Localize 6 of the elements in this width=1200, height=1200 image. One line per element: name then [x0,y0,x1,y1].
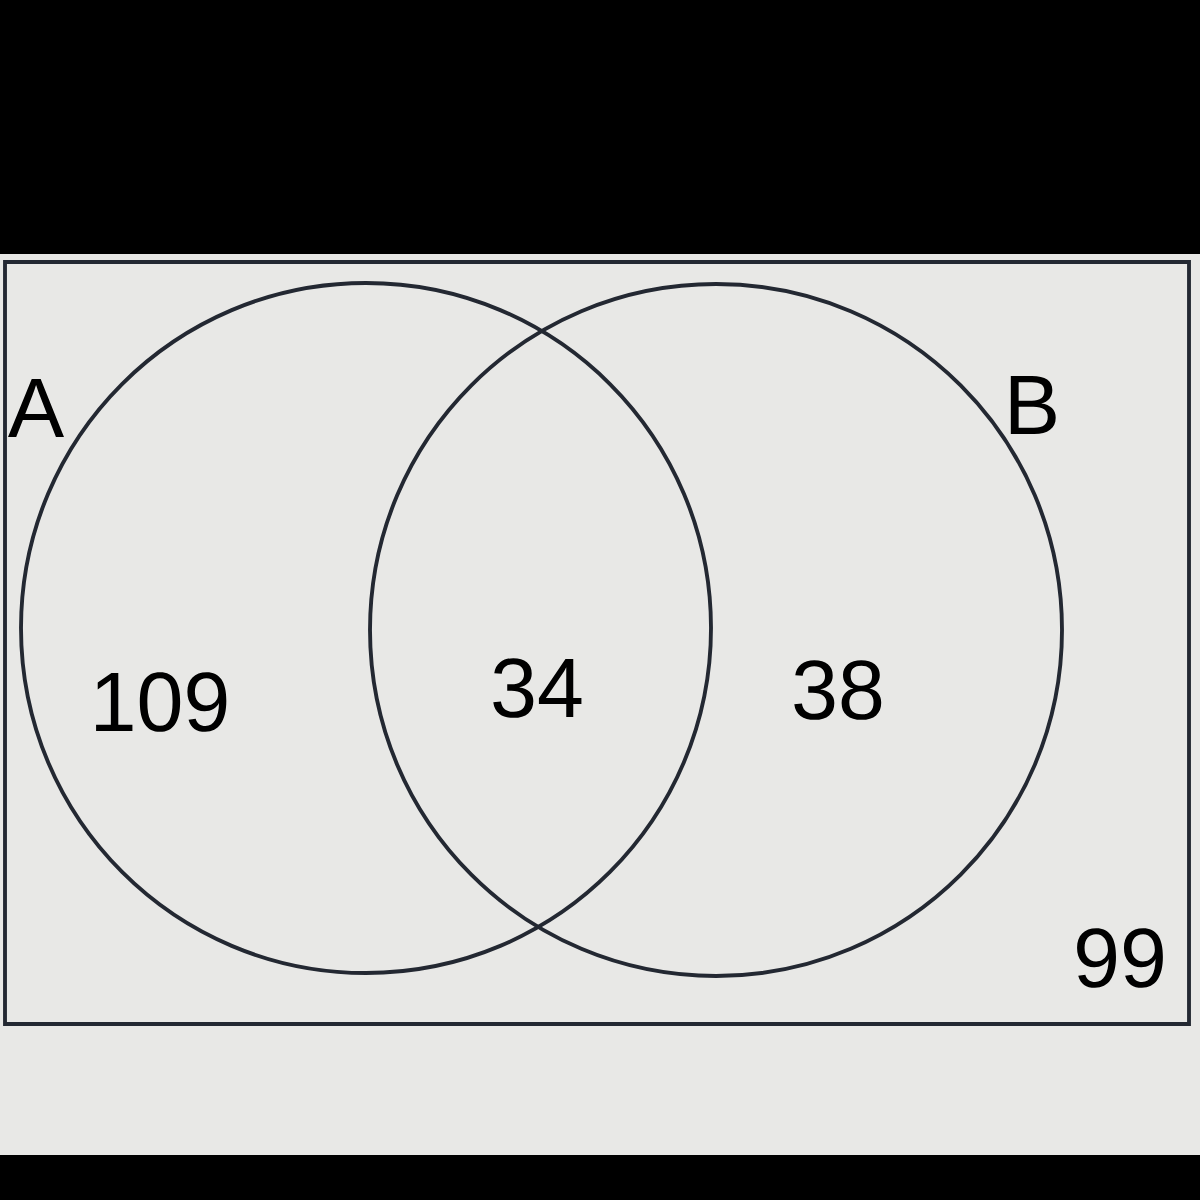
set-label: B [1010,375,1056,434]
set-label: A [8,378,64,437]
count-label: 99 [1077,928,1163,988]
count-label: 34 [493,658,582,718]
count-label: 38 [794,660,882,720]
count-label: 109 [96,672,227,732]
